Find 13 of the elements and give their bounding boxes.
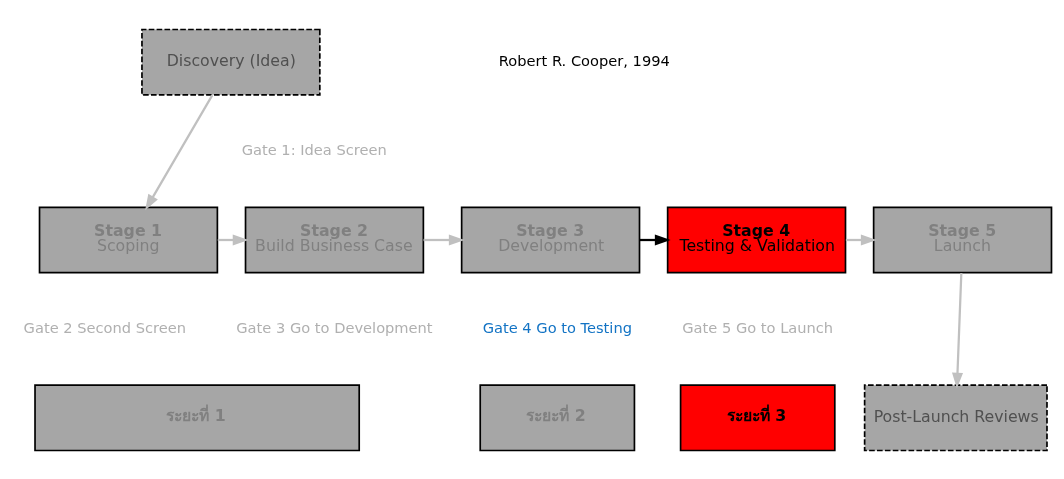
label: Robert R. Cooper, 1994: [498, 51, 670, 69]
node-box: ระยะที่ 3: [679, 383, 836, 451]
label: Gate 3 Go to Development: [236, 318, 433, 336]
label: Gate 4 Go to Testing: [482, 318, 632, 336]
arrow: [145, 94, 214, 210]
node-box: Post-Launch Reviews: [863, 383, 1048, 451]
node-box: Stage 4 Testing & Validation: [666, 206, 847, 273]
label: Gate 1: Idea Screen: [241, 140, 387, 158]
label: Gate 5 Go to Launch: [682, 318, 834, 336]
label: Gate 2 Second Screen: [23, 318, 187, 336]
node-box: Discovery (Idea): [141, 28, 321, 96]
arrow: [951, 272, 963, 389]
arrow: [423, 233, 465, 246]
